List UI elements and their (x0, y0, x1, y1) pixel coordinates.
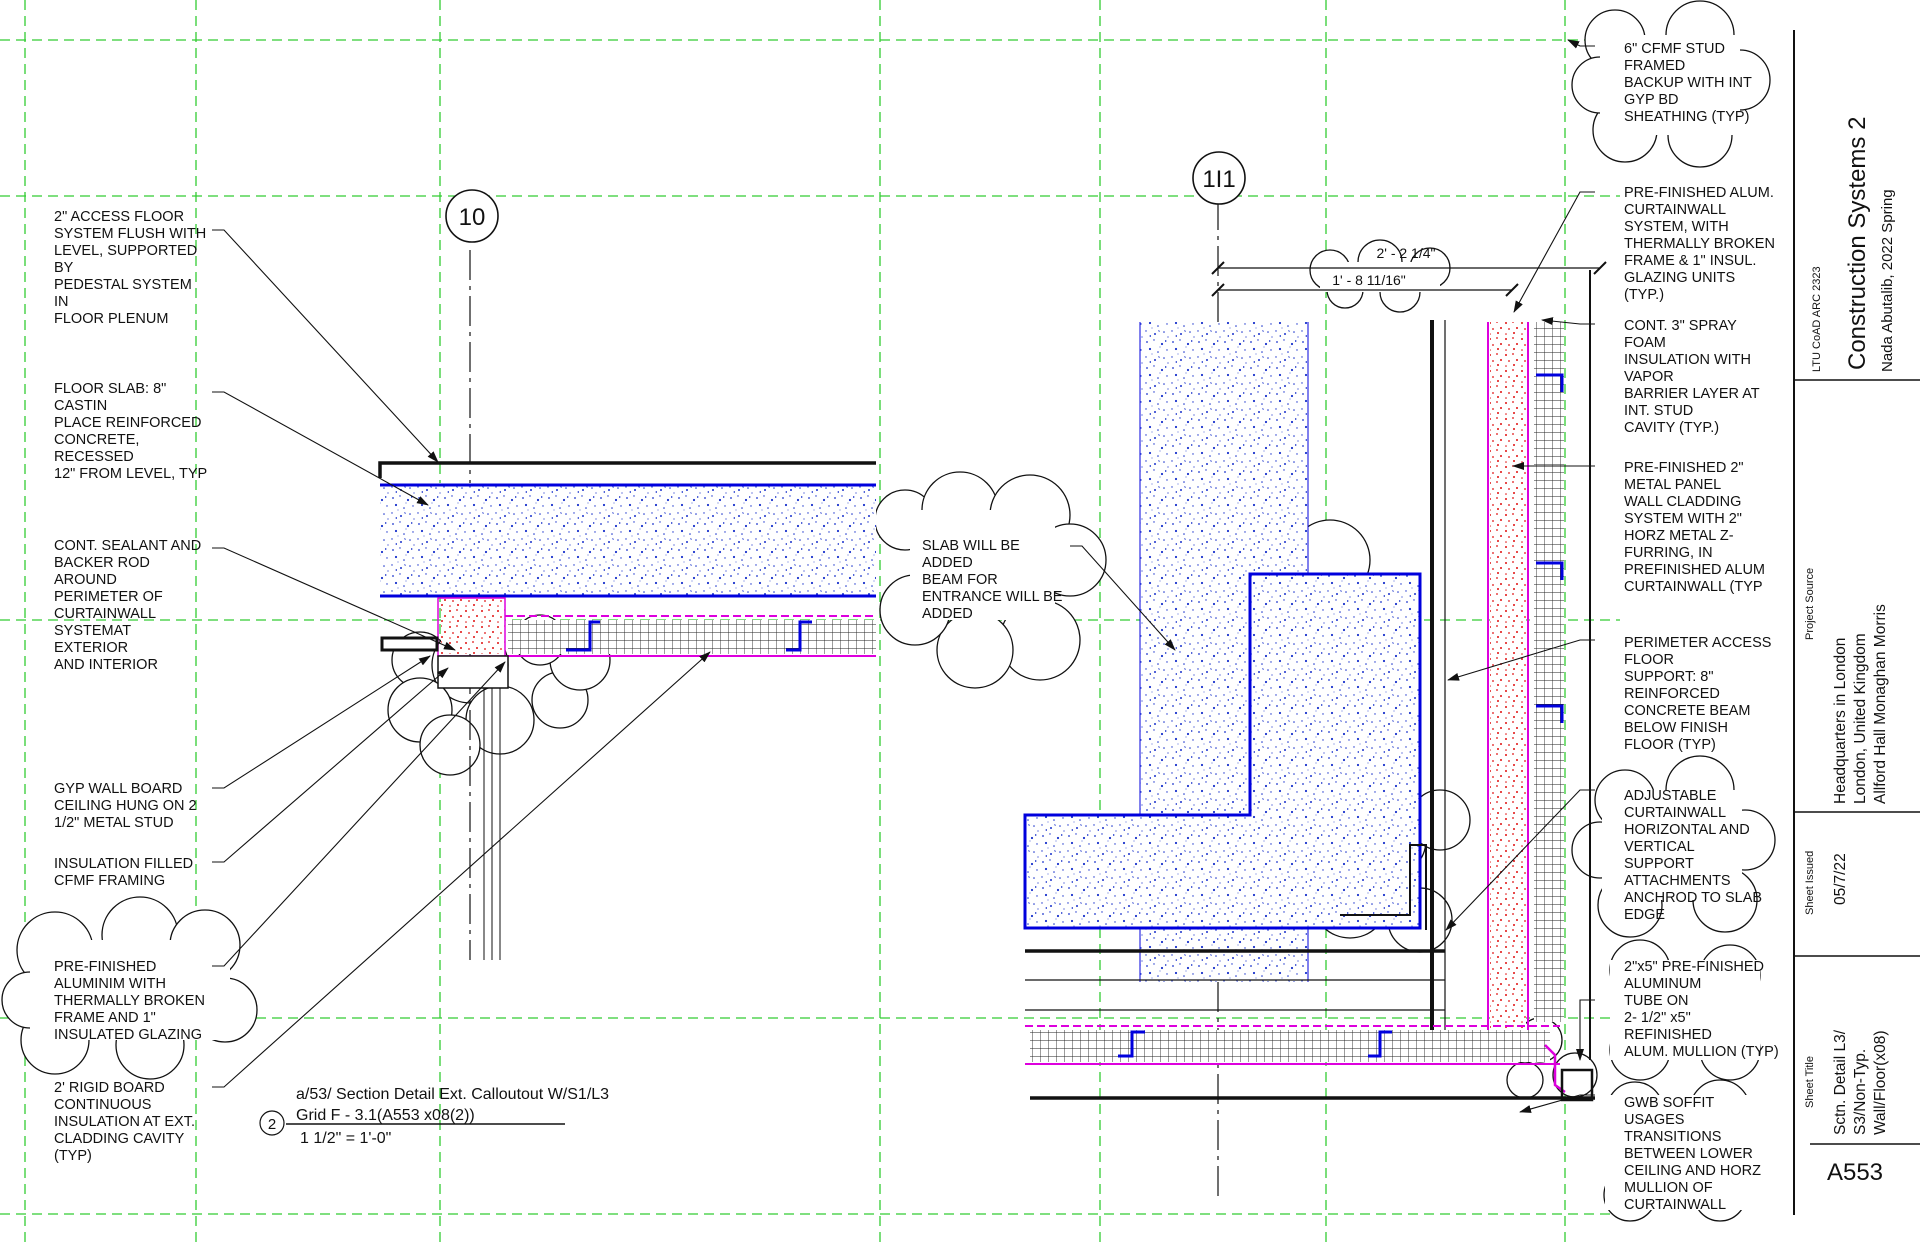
tb-project-line1: Headquarters in London (1832, 638, 1849, 804)
cloud-center-note (874, 471, 1107, 689)
concrete-beam (1023, 572, 1422, 930)
tb-sheet-title-label: Sheet Title (1804, 1056, 1816, 1108)
tb-sheet-title-line1: Sctn. Detail L3/ (1832, 1029, 1849, 1135)
tb-sheet-title-line2: S3/Non-Typ. (1852, 1049, 1869, 1135)
concrete-slab (380, 483, 876, 596)
note-curtainwall-system: PRE-FINISHED ALUM.CURTAINWALL SYSTEM, WI… (1624, 185, 1779, 303)
tb-course-title: Construction Systems 2 (1844, 117, 1871, 370)
tb-project-line2: London, United Kingdom (1852, 633, 1869, 804)
tb-issued-date: 05/7/22 (1832, 853, 1849, 905)
svg-text:Grid F - 3.1(A553 x08(2)): Grid F - 3.1(A553 x08(2)) (296, 1107, 475, 1124)
svg-text:a/53/ Section Detail Ext. Call: a/53/ Section Detail Ext. Calloutout W/S… (296, 1086, 609, 1103)
svg-text:1I1: 1I1 (1202, 166, 1235, 193)
note-metal-panel: PRE-FINISHED 2"METAL PANEL WALL CLADDING… (1624, 460, 1765, 595)
tb-course-code: LTU CoAD ARC 2323 (1811, 266, 1823, 372)
left-detail (378, 250, 876, 960)
tb-issued-label: Sheet Issued (1804, 851, 1816, 915)
svg-text:2: 2 (268, 1116, 276, 1133)
cloud-note-top (1571, 0, 1771, 168)
spray-foam-insulation (1490, 322, 1526, 1032)
title-block: LTU CoAD ARC 2323 Construction Systems 2… (1793, 0, 1920, 1242)
dimension-inner: 1' - 8 11/16" (1332, 272, 1406, 288)
tb-author: Nada Abutalib, 2022 Spring (1879, 189, 1896, 372)
dimension-overall: 2' - 2 1/4" (1376, 245, 1435, 261)
sealant-insulation (441, 598, 505, 654)
cloud-note-adjustable (1571, 755, 1776, 938)
cloud-note-gwb (1603, 1079, 1755, 1222)
tb-sheet-number: A553 (1827, 1159, 1883, 1186)
tb-project-line3: Allford Hall Monaghan Morris (1872, 604, 1889, 804)
glazing-mesh (508, 620, 876, 654)
cloud-note-left-alum (1, 896, 258, 1080)
grid-bubble-right[interactable]: 1I1 (1192, 151, 1246, 205)
leader-lines (212, 39, 1595, 1113)
right-detail (1023, 200, 1607, 1200)
cloud-note-tube (1609, 939, 1761, 1081)
tb-project-label: Project Source (1804, 568, 1816, 640)
view-title[interactable]: 2 a/53/ Section Detail Ext. Calloutout W… (259, 1086, 609, 1147)
curtainwall-mesh-bottom (1030, 1030, 1550, 1062)
grid-bubble-left[interactable]: 10 (445, 189, 499, 243)
svg-text:1 1/2" = 1'-0": 1 1/2" = 1'-0" (300, 1130, 391, 1147)
tb-sheet-title-line3: Wall/Floor(x08) (1872, 1031, 1889, 1136)
svg-text:10: 10 (459, 204, 486, 231)
cladding-mesh (1534, 322, 1564, 1022)
